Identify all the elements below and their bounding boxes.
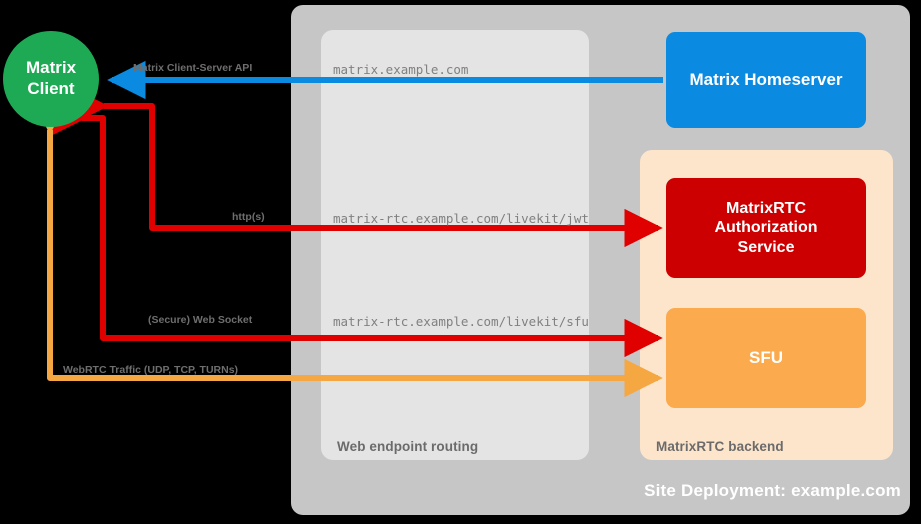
endpoint-livekit-jwt: matrix-rtc.example.com/livekit/jwt bbox=[333, 211, 589, 226]
matrixrtc-backend-label: MatrixRTC backend bbox=[656, 439, 784, 454]
edge-label-webrtc-traffic: WebRTC Traffic (UDP, TCP, TURNs) bbox=[63, 364, 239, 376]
node-matrix-client[interactable]: Matrix Client bbox=[3, 31, 99, 127]
node-matrixrtc-authorization-service[interactable]: MatrixRTC Authorization Service bbox=[666, 178, 866, 278]
node-matrix-client-line2: Client bbox=[27, 79, 75, 98]
endpoint-matrix-example-com: matrix.example.com bbox=[333, 62, 469, 77]
node-sfu-label: SFU bbox=[749, 347, 783, 367]
node-auth-line1: MatrixRTC bbox=[725, 199, 806, 217]
endpoint-livekit-sfu: matrix-rtc.example.com/livekit/sfu bbox=[333, 314, 589, 329]
node-matrix-homeserver[interactable]: Matrix Homeserver bbox=[666, 32, 866, 128]
edge-label-https: http(s) bbox=[232, 211, 265, 223]
node-auth-line3: Service bbox=[737, 238, 795, 256]
edge-jwt-line bbox=[70, 86, 663, 248]
web-endpoint-routing-label: Web endpoint routing bbox=[337, 439, 479, 454]
site-deployment-label: Site Deployment: example.com bbox=[644, 481, 901, 500]
edge-label-client-server-api: Matrix Client-Server API bbox=[133, 62, 253, 74]
node-sfu[interactable]: SFU bbox=[666, 308, 866, 408]
edge-label-websocket: (Secure) Web Socket bbox=[148, 314, 253, 326]
node-matrix-client-line1: Matrix bbox=[25, 58, 77, 78]
node-auth-line2: Authorization bbox=[714, 219, 818, 237]
edge-webrtc-line bbox=[30, 96, 663, 398]
node-matrix-homeserver-label: Matrix Homeserver bbox=[689, 69, 843, 89]
